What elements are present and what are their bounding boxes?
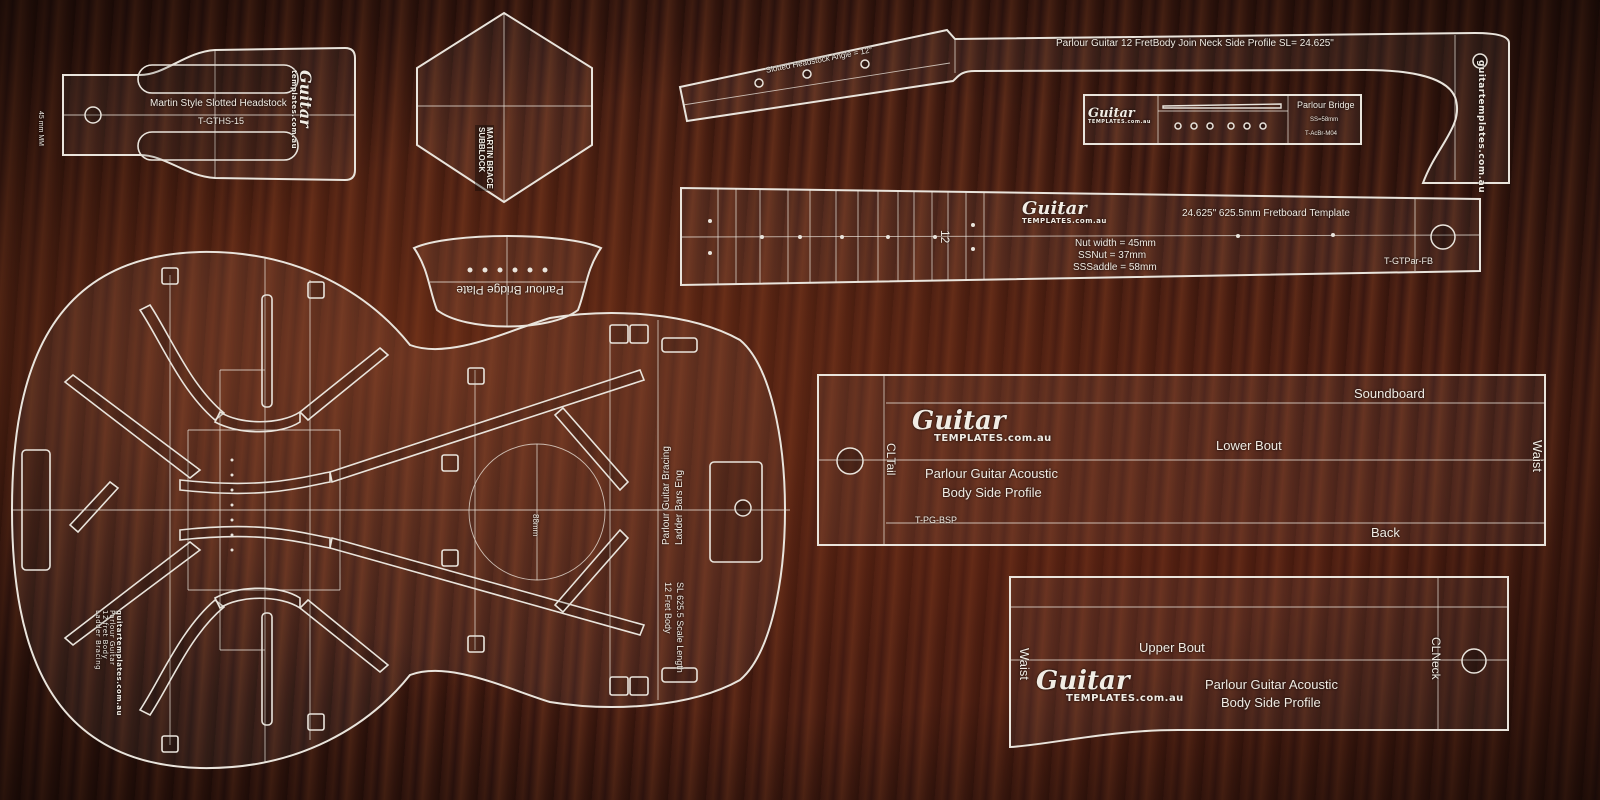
soundhole-label: 88mm <box>531 514 540 537</box>
lower-profile-logo-script: Guitar <box>912 406 1006 436</box>
lower-profile-soundboard: Soundboard <box>1354 386 1425 401</box>
bridge-template <box>1083 94 1362 145</box>
lower-profile-title-2: Body Side Profile <box>942 485 1042 500</box>
upper-side-profile-template <box>1009 576 1509 749</box>
lower-profile-cl-tail: CLTail <box>884 443 898 476</box>
scale-length-label-line1: SL 625.5 Scale Length <box>675 582 685 673</box>
fretboard-logo-script: Guitar <box>1022 198 1087 219</box>
upper-profile-logo-script: Guitar <box>1036 666 1130 696</box>
upper-profile-upper-bout: Upper Bout <box>1139 640 1205 655</box>
headstock-width-label: 45 mm MM <box>37 111 44 146</box>
upper-profile-cl-neck: CLNeck <box>1429 637 1443 680</box>
bridge-title: Parlour Bridge <box>1297 100 1355 110</box>
tail-block-label: MARTIN BRACE SUBBLOCK <box>475 125 494 191</box>
lower-profile-logo: Guitar TEMPLATES.com.au <box>912 408 1052 444</box>
scale-length-label-line2: 12 Fret Body <box>663 582 674 634</box>
headstock-template <box>62 46 356 182</box>
lower-profile-lower-bout: Lower Bout <box>1216 438 1282 453</box>
body-logo-sub-3: Ladder Bracing <box>94 610 102 671</box>
lower-profile-back: Back <box>1371 525 1400 540</box>
fretboard-ss-nut: SSNut = 37mm <box>1078 250 1147 261</box>
lower-profile-code: T-PG-BSP <box>915 515 958 525</box>
tail-block-template <box>416 11 593 204</box>
headstock-code: T-GTHS-15 <box>198 116 245 126</box>
fretboard-title: 24.625" 625.5mm Fretboard Template <box>1182 208 1350 219</box>
bracing-label: Parlour Guitar Bracing Ladder Bars Eng <box>660 446 686 545</box>
bridge-code: T-AcBr-M04 <box>1305 131 1338 137</box>
lower-profile-title-1: Parlour Guitar Acoustic <box>925 466 1058 481</box>
neck-profile-template <box>678 28 1510 184</box>
lower-profile-logo-web: TEMPLATES.com.au <box>934 433 1052 444</box>
fretboard-logo-web: TEMPLATES.com.au <box>1022 217 1107 225</box>
fretboard-ss-saddle: SSSaddle = 58mm <box>1073 262 1157 273</box>
neck-profile-logo-web: guitartemplates.com.au <box>1476 60 1486 194</box>
bridge-logo-web: TEMPLATES.com.au <box>1088 119 1151 125</box>
bridge-logo: Guitar TEMPLATES.com.au <box>1088 107 1151 125</box>
upper-profile-waist: Waist <box>1017 648 1032 681</box>
fretboard-nut-width: Nut width = 45mm <box>1075 238 1156 249</box>
body-logo-sub-1: Parlour Guitar <box>108 610 116 666</box>
lower-side-profile-template <box>817 374 1546 546</box>
fretboard-code: T-GTPar-FB <box>1384 256 1433 266</box>
scale-length-label: SL 625.5 Scale Length 12 Fret Body <box>662 582 685 673</box>
body-logo-sub-2: 12 fret Body <box>101 610 109 660</box>
fretboard-fret-12: 12 <box>938 230 952 244</box>
lower-profile-waist: Waist <box>1530 440 1545 473</box>
headstock-logo: Guitar templates.com.au <box>290 70 315 150</box>
neck-profile-logo: guitartemplates.com.au <box>1476 60 1486 194</box>
bridge-plate-template <box>412 235 603 328</box>
headstock-logo-web: templates.com.au <box>290 70 298 150</box>
tail-block-label-line2: SUBBLOCK <box>476 127 486 173</box>
body-logo-web: guitartemplates.com.au <box>115 610 123 716</box>
body-logo: guitartemplates.com.au Parlour Guitar 12… <box>94 610 123 716</box>
upper-profile-title-1: Parlour Guitar Acoustic <box>1205 677 1338 692</box>
fretboard-template <box>680 186 1481 287</box>
bracing-label-line2: Ladder Bars Eng <box>674 469 685 545</box>
body-template <box>10 250 790 770</box>
bridge-spacing: SS=58mm <box>1310 117 1339 123</box>
headstock-logo-script: Guitar <box>296 70 315 128</box>
fretboard-logo: Guitar TEMPLATES.com.au <box>1022 200 1107 225</box>
upper-profile-logo: Guitar TEMPLATES.com.au <box>1036 668 1184 704</box>
upper-profile-title-2: Body Side Profile <box>1221 695 1321 710</box>
neck-profile-title: Parlour Guitar 12 FretBody Join Neck Sid… <box>1056 38 1334 49</box>
headstock-title: Martin Style Slotted Headstock <box>150 98 287 109</box>
bracing-label-line1: Parlour Guitar Bracing <box>661 446 672 545</box>
upper-profile-logo-web: TEMPLATES.com.au <box>1066 693 1184 704</box>
bridge-logo-script: Guitar <box>1088 106 1135 121</box>
